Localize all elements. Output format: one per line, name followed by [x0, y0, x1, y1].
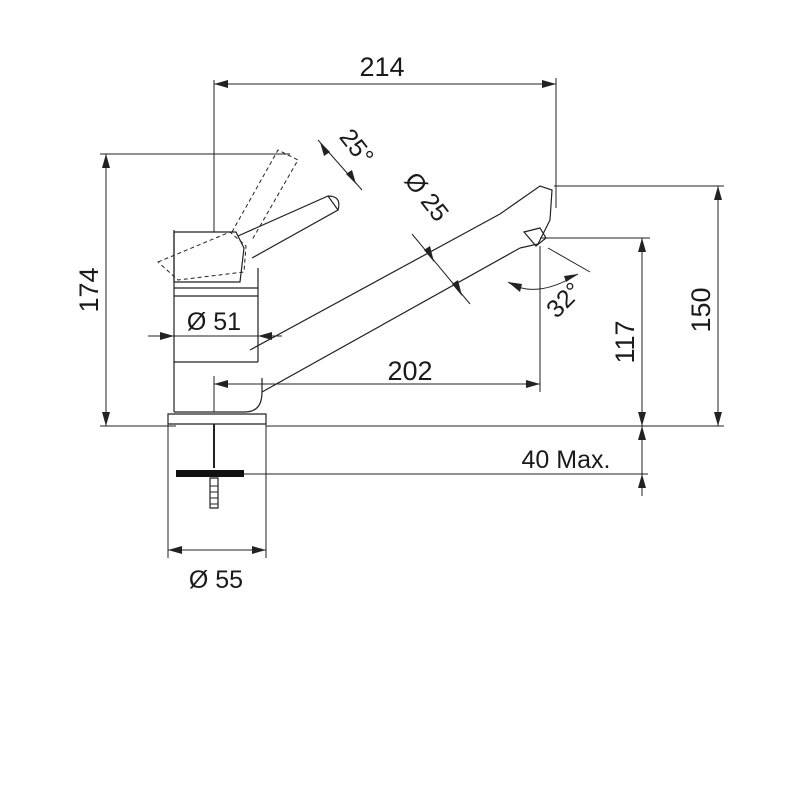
- spout-outlet: [522, 227, 547, 247]
- label-outlet-angle: 32°: [541, 277, 588, 324]
- lever-alt-cap: [157, 231, 247, 281]
- label-spout-reach: 202: [387, 356, 432, 386]
- label-body-diameter: Ø 51: [187, 308, 241, 336]
- spout-top-edge: [249, 213, 501, 351]
- dimension-lines: [100, 78, 724, 558]
- label-spout-clearance: 117: [610, 320, 640, 363]
- dimension-labels: 214 174 150 117 202 25° Ø 25 32° Ø 51 Ø …: [74, 52, 716, 594]
- base-plate: [167, 413, 267, 425]
- lever-alt-handle: [231, 149, 299, 241]
- label-max-thickness: 40 Max.: [522, 446, 611, 474]
- label-spout-diameter: Ø 25: [399, 167, 454, 227]
- lever-cap: [173, 231, 245, 283]
- faucet-outline: [157, 80, 553, 509]
- label-total-length: 214: [359, 52, 404, 82]
- body-bottom: [174, 378, 263, 413]
- lever-handle: [237, 195, 339, 259]
- spout-bottom-edge: [261, 247, 521, 393]
- label-outlet-height: 150: [686, 287, 716, 332]
- label-lever-angle: 25°: [334, 124, 379, 171]
- label-total-height: 174: [74, 267, 104, 312]
- label-base-diameter: Ø 55: [189, 566, 243, 594]
- mount-washer: [176, 470, 244, 477]
